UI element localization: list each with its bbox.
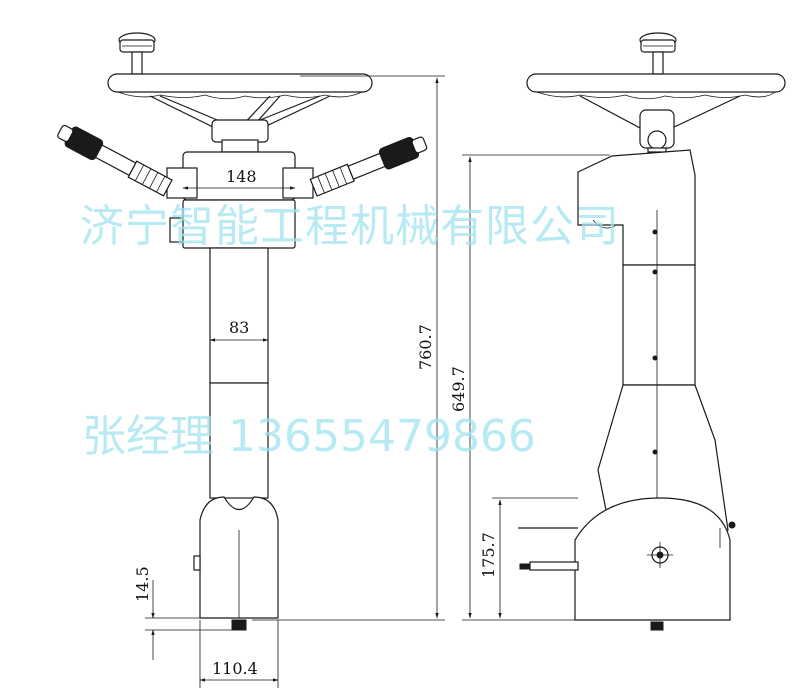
watermark-contact: 张经理 13655479866 (82, 411, 536, 462)
dim-110-4-label: 110.4 (212, 659, 258, 678)
dim-760-7-label: 760.7 (416, 324, 435, 370)
dim-110-4: 110.4 (199, 620, 279, 688)
side-view: 649.7 175.7 (449, 32, 786, 631)
side-top-knob (639, 32, 677, 75)
dim-148-label: 148 (226, 167, 257, 186)
side-step-pedal (518, 527, 579, 571)
front-column (209, 247, 269, 499)
dim-649-7: 649.7 (449, 154, 650, 621)
side-drum-base (574, 497, 731, 631)
dim-760-7: 760.7 (252, 75, 445, 621)
dim-83-label: 83 (229, 318, 249, 337)
watermark-company: 济宁智能工程机械有限公司 (80, 201, 620, 252)
side-handwheel (526, 73, 786, 129)
front-right-handle (309, 136, 428, 197)
dim-175-7-label: 175.7 (479, 532, 498, 578)
dim-148: 148 (182, 167, 296, 190)
front-top-knob (118, 32, 156, 75)
front-hub (211, 119, 269, 153)
side-body (577, 149, 736, 531)
dim-14-5-label: 14.5 (133, 566, 152, 602)
front-view: 148 83 760.7 14.5 110.4 (57, 32, 445, 688)
front-handwheel (107, 73, 373, 133)
dim-175-7: 175.7 (479, 497, 578, 619)
dim-649-7-label: 649.7 (449, 366, 468, 412)
dim-83: 83 (209, 318, 269, 342)
dim-14-5: 14.5 (133, 566, 232, 660)
front-left-handle (57, 124, 173, 197)
front-base (193, 496, 279, 631)
